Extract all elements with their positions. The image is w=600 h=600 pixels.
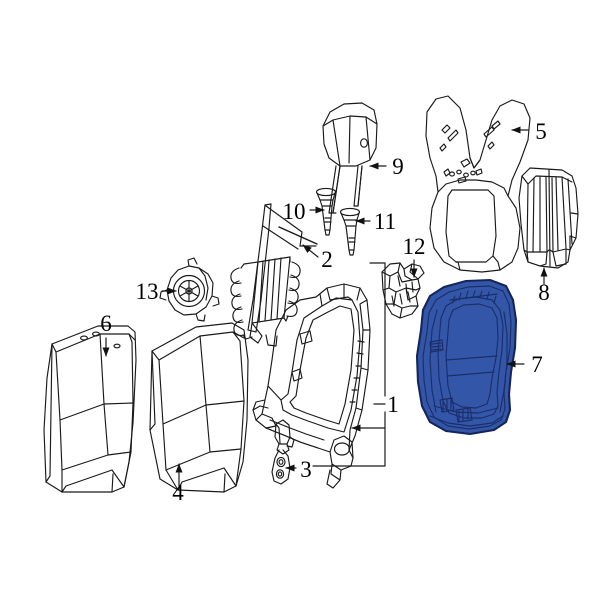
part-3-recliner-adjuster-motor (271, 419, 295, 485)
callout-number-8: 8 (538, 280, 550, 305)
part-8-seat-back-trim-panel-ribbed (518, 167, 579, 269)
part-12-seat-back-latch-bracket (381, 262, 425, 319)
part-9-head-restraint (322, 102, 378, 214)
callout-number-13: 13 (136, 279, 159, 304)
part-1-seat-back-frame (252, 283, 371, 489)
part-10-bolt-upper (315, 187, 337, 236)
callout-number-6: 6 (100, 311, 112, 336)
callout-number-2: 2 (321, 247, 333, 272)
callout-number-5: 5 (535, 119, 547, 144)
part-4-seat-back-cover-inner (149, 322, 249, 493)
part-5-seat-back-panel-upper (425, 95, 531, 273)
part-11-bolt-lower (339, 207, 361, 256)
callout-number-1: 1 (387, 392, 399, 417)
callout-number-9: 9 (392, 154, 404, 179)
callout-number-10: 10 (283, 199, 306, 224)
part-13-recliner-handle-knob (159, 257, 220, 322)
part-6-seat-back-cover-outer (43, 325, 137, 493)
leader-1 (312, 262, 386, 467)
leader-2 (302, 244, 319, 258)
part-7-seat-back-cushion-pad (415, 278, 518, 436)
part-2-seat-back-spring-wire (230, 203, 318, 347)
callout-number-3: 3 (300, 457, 312, 482)
callout-number-7: 7 (531, 352, 543, 377)
callout-number-group: 1 2 3 4 5 6 7 8 9 10 11 12 13 (100, 119, 550, 505)
callout-number-12: 12 (403, 234, 426, 259)
callout-number-4: 4 (172, 480, 184, 505)
callout-number-11: 11 (374, 209, 396, 234)
